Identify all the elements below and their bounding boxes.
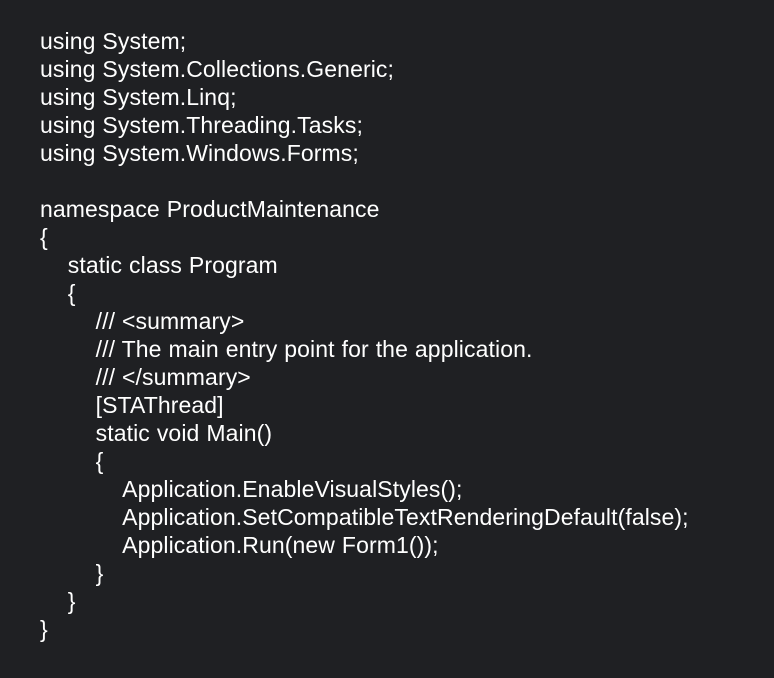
code-line: Application.SetCompatibleTextRenderingDe…: [40, 504, 689, 530]
code-line: using System.Linq;: [40, 84, 237, 110]
code-line: Application.EnableVisualStyles();: [40, 476, 463, 502]
code-line: using System.Collections.Generic;: [40, 56, 395, 82]
code-line: {: [40, 224, 48, 250]
code-line-blank: [40, 167, 766, 195]
code-line: }: [40, 616, 48, 642]
code-line: }: [40, 560, 104, 586]
code-line: {: [40, 280, 76, 306]
code-line: static class Program: [40, 252, 278, 278]
code-line: Application.Run(new Form1());: [40, 532, 439, 558]
code-line: using System;: [40, 28, 187, 54]
code-line: using System.Windows.Forms;: [40, 140, 359, 166]
code-line: [STAThread]: [40, 392, 224, 418]
code-line: /// <summary>: [40, 308, 245, 334]
code-line: static void Main(): [40, 420, 273, 446]
code-line: {: [40, 448, 104, 474]
code-line: /// The main entry point for the applica…: [40, 336, 533, 362]
code-line: using System.Threading.Tasks;: [40, 112, 363, 138]
code-line: /// </summary>: [40, 364, 251, 390]
code-line: }: [40, 588, 76, 614]
code-line: namespace ProductMaintenance: [40, 196, 380, 222]
